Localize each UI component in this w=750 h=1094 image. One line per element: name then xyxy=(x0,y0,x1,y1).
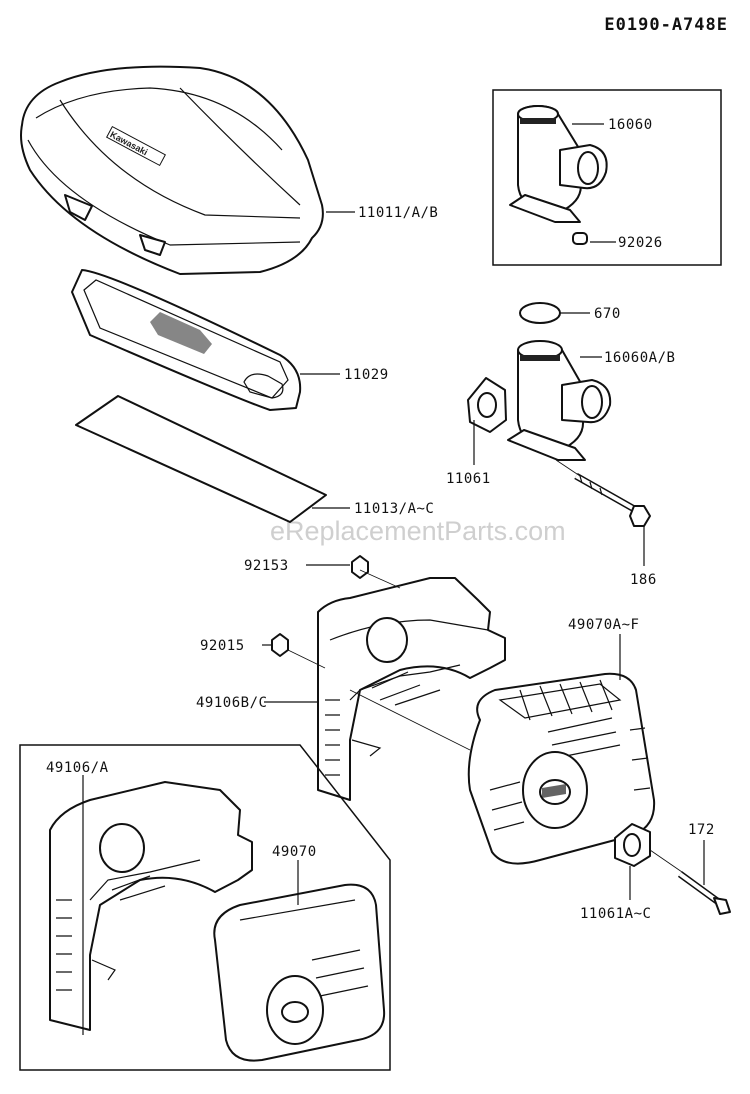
leader-lines xyxy=(82,123,705,1035)
part-labels: 16060 92026 670 16060A/B 11011/A/B 11029… xyxy=(46,117,715,922)
muffler-cover xyxy=(317,577,506,801)
inset-box-muffler-kit xyxy=(19,744,391,1071)
watermark: eReplacementParts.com xyxy=(270,516,566,546)
muffler xyxy=(467,672,656,865)
nut-92015 xyxy=(271,633,289,657)
diagram-code: E0190-A748E xyxy=(604,15,728,35)
label-11061ac: 11061A~C xyxy=(580,906,651,922)
nut-92153 xyxy=(351,555,369,579)
pre-cleaner xyxy=(75,395,327,523)
label-92026: 92026 xyxy=(618,235,663,251)
gasket xyxy=(467,377,507,433)
label-49070: 49070 xyxy=(272,844,317,860)
stud-bolt xyxy=(677,871,731,915)
label-16060: 16060 xyxy=(608,117,653,133)
label-186: 186 xyxy=(630,572,657,588)
o-ring xyxy=(519,302,561,324)
label-11029: 11029 xyxy=(344,367,389,383)
bolt xyxy=(574,472,651,527)
air-cleaner-cover: Kawasaki xyxy=(20,65,324,275)
alignment-lines xyxy=(287,459,683,873)
exhaust-gasket xyxy=(614,823,651,867)
inset-box-elbow xyxy=(492,89,722,266)
label-172: 172 xyxy=(688,822,715,838)
label-49070af: 49070A~F xyxy=(568,617,639,633)
label-92015: 92015 xyxy=(200,638,245,654)
label-16060ab: 16060A/B xyxy=(604,350,675,366)
label-11011: 11011/A/B xyxy=(358,205,438,221)
label-49106a: 49106/A xyxy=(46,760,109,776)
air-filter-element xyxy=(71,269,302,411)
label-92153: 92153 xyxy=(244,558,289,574)
label-49106bc: 49106B/C xyxy=(196,695,267,711)
label-670: 670 xyxy=(594,306,621,322)
elbow xyxy=(507,340,612,461)
label-11013: 11013/A~C xyxy=(354,501,434,517)
label-11061: 11061 xyxy=(446,471,491,487)
